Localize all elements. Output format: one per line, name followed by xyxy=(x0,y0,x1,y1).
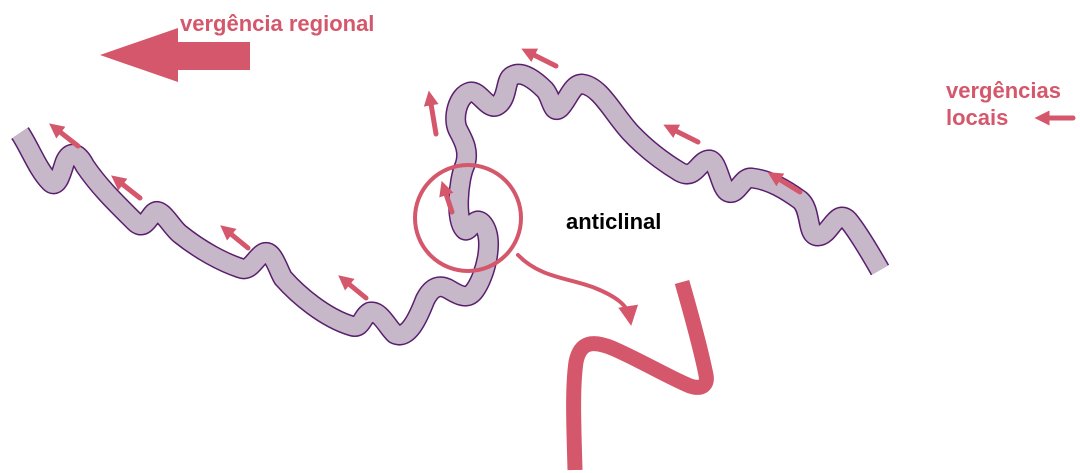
local-arrow-icon xyxy=(528,52,556,66)
local-arrow-icon xyxy=(226,230,248,248)
local-arrow-icon xyxy=(430,98,436,134)
regional-vergence-arrow-icon xyxy=(100,28,250,82)
local-vergences-label-line1: vergências xyxy=(946,79,1061,103)
anticline-label: anticlinal xyxy=(566,210,661,234)
local-vergences-label-line2: locais xyxy=(946,106,1008,130)
local-arrow-icon xyxy=(344,280,366,298)
regional-vergence-label: vergência regional xyxy=(180,12,374,36)
local-arrow-icon xyxy=(55,128,78,146)
enlarged-fold-icon xyxy=(574,282,707,470)
local-arrow-icon xyxy=(670,128,698,142)
zoom-pointer-arrow-icon xyxy=(518,255,630,318)
